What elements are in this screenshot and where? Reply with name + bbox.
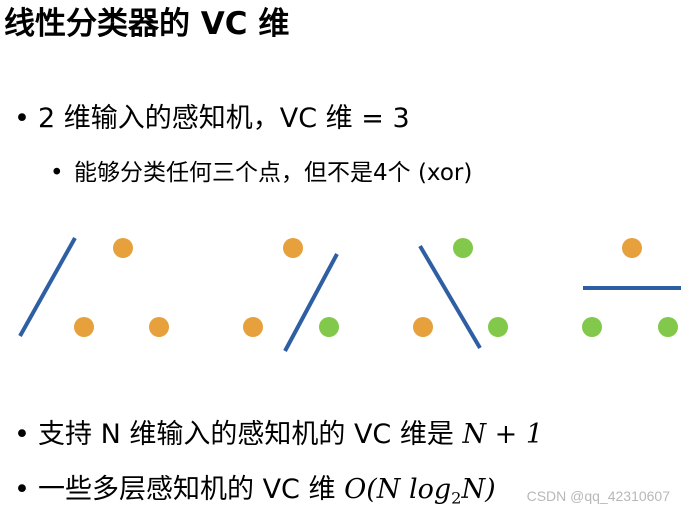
separator-line <box>18 237 77 337</box>
bullet-text: 2 维输入的感知机，VC 维 = 3 <box>38 103 410 134</box>
bullet-marker: • <box>14 474 30 505</box>
figure-4 <box>582 238 681 337</box>
sub-bullet-marker: • <box>50 160 64 186</box>
bullet-text: 一些多层感知机的 VC 维 <box>38 474 336 505</box>
slide-title: 线性分类器的 VC 维 <box>4 6 290 42</box>
point-top <box>113 238 133 258</box>
point-bottom-right <box>488 317 508 337</box>
separator-line <box>283 253 339 352</box>
point-bottom-left <box>413 317 433 337</box>
bullet-marker: • <box>14 103 30 134</box>
sub-bullet-classify: • 能够分类任何三个点，但不是4个 (xor) <box>50 160 472 188</box>
classification-figures <box>18 237 681 352</box>
figure-3 <box>413 238 508 350</box>
bullet-perceptron-2d: • 2 维输入的感知机，VC 维 = 3 <box>14 103 410 135</box>
point-top <box>622 238 642 258</box>
figure-1 <box>18 237 169 337</box>
point-bottom-right <box>319 317 339 337</box>
bullet-text: 支持 N 维输入的感知机的 VC 维是 <box>38 419 454 450</box>
bullet-perceptron-nd: • 支持 N 维输入的感知机的 VC 维是 N + 1 <box>14 419 543 451</box>
point-bottom-right <box>658 317 678 337</box>
math-expression: O(N log2N) <box>344 474 496 508</box>
point-bottom-left <box>243 317 263 337</box>
math-expression: N + 1 <box>462 419 544 450</box>
sub-bullet-text: 能够分类任何三个点，但不是4个 (xor) <box>74 160 473 186</box>
point-bottom-right <box>149 317 169 337</box>
bullet-multilayer: • 一些多层感知机的 VC 维 O(N log2N) <box>14 474 496 508</box>
bullet-marker: • <box>14 419 30 450</box>
point-top <box>283 238 303 258</box>
point-bottom-left <box>74 317 94 337</box>
watermark: CSDN @qq_42310607 <box>526 488 670 504</box>
point-top <box>453 238 473 258</box>
figure-2 <box>243 238 339 352</box>
point-bottom-left <box>582 317 602 337</box>
separator-line <box>418 244 482 350</box>
